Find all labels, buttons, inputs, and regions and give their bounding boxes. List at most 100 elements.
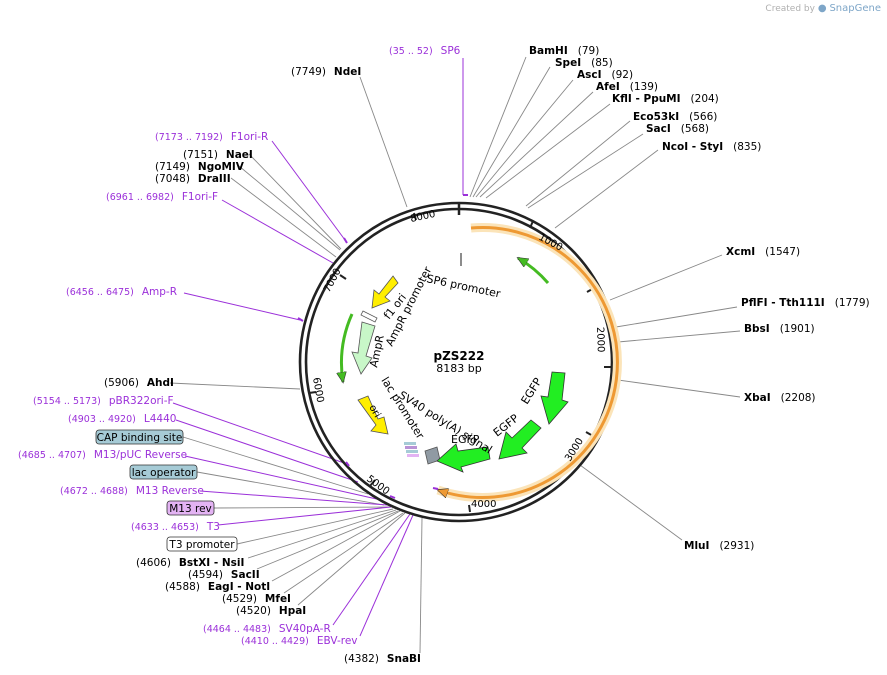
egfp-arrow-3 <box>436 443 491 473</box>
ampr-promoter-box <box>360 310 378 323</box>
primer-label-m13-reverse: (4672 .. 4688)M13 Reverse <box>60 485 204 497</box>
connector-bbsi <box>617 330 741 343</box>
primer-label-ebv-rev: (4410 .. 4429)EBV-rev <box>241 635 358 647</box>
connector-ahdi <box>169 382 301 390</box>
label-cap-binding-site: CAP binding site <box>97 432 183 444</box>
enzyme-label-ncoi-styi: NcoI - StyI(835) <box>662 141 761 153</box>
connector-mfei <box>283 512 404 594</box>
enzyme-label-bbsi: BbsI(1901) <box>744 323 815 335</box>
primer-label-f1ori-f: (6961 .. 6982)F1ori-F <box>106 191 218 203</box>
enzyme-label-eco53ki: Eco53kI(566) <box>633 111 717 123</box>
connector-mlui <box>579 464 683 541</box>
feature-sp6-promoter: SP6 promoter <box>425 272 502 300</box>
enzyme-label-hpai: (4520)HpaI <box>236 605 306 617</box>
connector-cap-site <box>182 436 369 495</box>
primer-label-l4440: (4903 .. 4920)L4440 <box>68 413 176 425</box>
connector-draiii <box>230 177 337 258</box>
enzyme-label-saci: SacI(568) <box>646 123 709 135</box>
connector-pbr322ori-f <box>172 402 348 465</box>
connector-naei <box>248 153 342 250</box>
enzyme-label-bamhi: BamHI(79) <box>529 45 599 57</box>
enzyme-label-pflfi-tth111i: PflFI - Tth111I(1779) <box>741 297 870 309</box>
primer-label-sv40pa-r: (4464 .. 4483)SV40pA-R <box>203 623 331 635</box>
connector-sacii <box>256 510 399 570</box>
enzyme-label-spei: SpeI(85) <box>555 57 613 69</box>
connector-ncoi <box>554 149 659 229</box>
primer-label-t3: (4633 .. 4653)T3 <box>131 521 220 533</box>
connector-amp-r <box>183 292 301 321</box>
connector-ndei <box>359 76 408 208</box>
enzyme-label-sacii: (4594)SacII <box>188 569 260 581</box>
enzyme-label-eagi-noti: (4588)EagI - NotI <box>165 581 270 593</box>
connector-m13reverse <box>199 490 388 506</box>
enzyme-label-asci: AscI(92) <box>577 69 633 81</box>
label-connector-lines <box>169 56 741 654</box>
snapgene-logo-text: SnapGene <box>829 3 881 14</box>
snapgene-logo-icon: ● <box>817 3 827 14</box>
enzyme-label-bstxi-nsii: (4606)BstXI - NsiI <box>136 557 244 569</box>
label-lac-operator: lac operator <box>132 467 196 479</box>
connector-saci <box>527 133 644 209</box>
connector-t3-promoter <box>236 508 394 545</box>
label-t3-promoter: T3 promoter <box>168 539 235 551</box>
connector-eagi <box>271 510 401 582</box>
tick-label-7000: 7000 <box>322 267 344 295</box>
boxed-lac-operator: lac operator <box>129 464 198 480</box>
connector-f1ori-r <box>271 140 346 241</box>
connector-m13rev <box>213 506 390 509</box>
connector-sv40pa-r <box>332 513 411 626</box>
enzyme-label-mlui: MluI(2931) <box>684 540 754 552</box>
feature-egfp-1: EGFP <box>519 375 545 406</box>
connector-spei <box>472 66 551 198</box>
created-by-text: Created by <box>765 4 815 14</box>
enzyme-label-mfei: (4529)MfeI <box>222 593 291 605</box>
connector-bamhi <box>469 56 527 198</box>
connector-snabi <box>419 517 423 654</box>
ampr-arrow <box>351 321 376 375</box>
connector-lac-operator <box>196 471 385 506</box>
primer-site-marks <box>297 194 468 499</box>
primer-labels: (35 .. 52)SP6 (7173 .. 7192)F1ori-R (696… <box>18 45 461 647</box>
enzyme-label-ndei: (7749)NdeI <box>291 66 361 78</box>
connector-xbai <box>617 379 741 398</box>
ampr-arc <box>342 313 354 382</box>
primer-label-sp6: (35 .. 52)SP6 <box>389 45 461 57</box>
connector-kfli <box>485 103 611 199</box>
snapgene-branding: Created by ● SnapGene <box>765 3 881 14</box>
connector-f1ori-f <box>221 199 334 264</box>
connector-t3 <box>217 506 392 526</box>
connector-xcmi <box>609 254 723 301</box>
ori-arrow <box>357 395 389 435</box>
enzyme-label-xcmi: XcmI(1547) <box>726 246 800 258</box>
connector-asci <box>475 79 574 198</box>
lac-region-stripes <box>404 442 419 457</box>
primer-label-pbr322ori-f: (5154 .. 5173)pBR322ori-F <box>33 395 174 407</box>
large-cds-arc <box>438 226 619 499</box>
boxed-t3-promoter: T3 promoter <box>166 536 238 552</box>
connector-ngomiv <box>238 165 341 251</box>
connector-bstxi <box>247 509 397 559</box>
enzyme-label-kfli-ppumi: KflI - PpuMI(204) <box>612 93 719 105</box>
enzyme-label-afei: AfeI(139) <box>596 81 658 93</box>
connector-m13puc <box>184 455 382 501</box>
boxed-m13-rev: M13 rev <box>166 500 215 516</box>
enzyme-label-snabi: (4382)SnaBI <box>344 653 421 665</box>
tick-label-2000: 2000 <box>594 327 606 353</box>
small-cds-arc <box>518 256 550 284</box>
connector-afei <box>479 91 594 198</box>
primer-label-m13-puc-reverse: (4685 .. 4707)M13/pUC Reverse <box>18 449 187 461</box>
boxed-cap-binding-site: CAP binding site <box>95 429 184 445</box>
enzyme-label-xbai: XbaI(2208) <box>744 392 816 404</box>
tick-label-8000: 8000 <box>409 209 436 225</box>
feature-egfp-3: EGFP <box>451 433 480 446</box>
f1-ori-arrow <box>371 275 399 309</box>
connector-eco53ki <box>525 120 631 207</box>
label-m13-rev: M13 rev <box>169 503 212 515</box>
enzyme-label-ngomiv: (7149)NgoMIV <box>155 161 245 173</box>
enzyme-label-naei: (7151)NaeI <box>183 149 253 161</box>
plasmid-length: 8183 bp <box>436 362 481 375</box>
connector-pflfi <box>615 306 738 328</box>
plasmid-name: pZS222 <box>434 349 485 363</box>
tick-label-4000: 4000 <box>471 499 496 510</box>
